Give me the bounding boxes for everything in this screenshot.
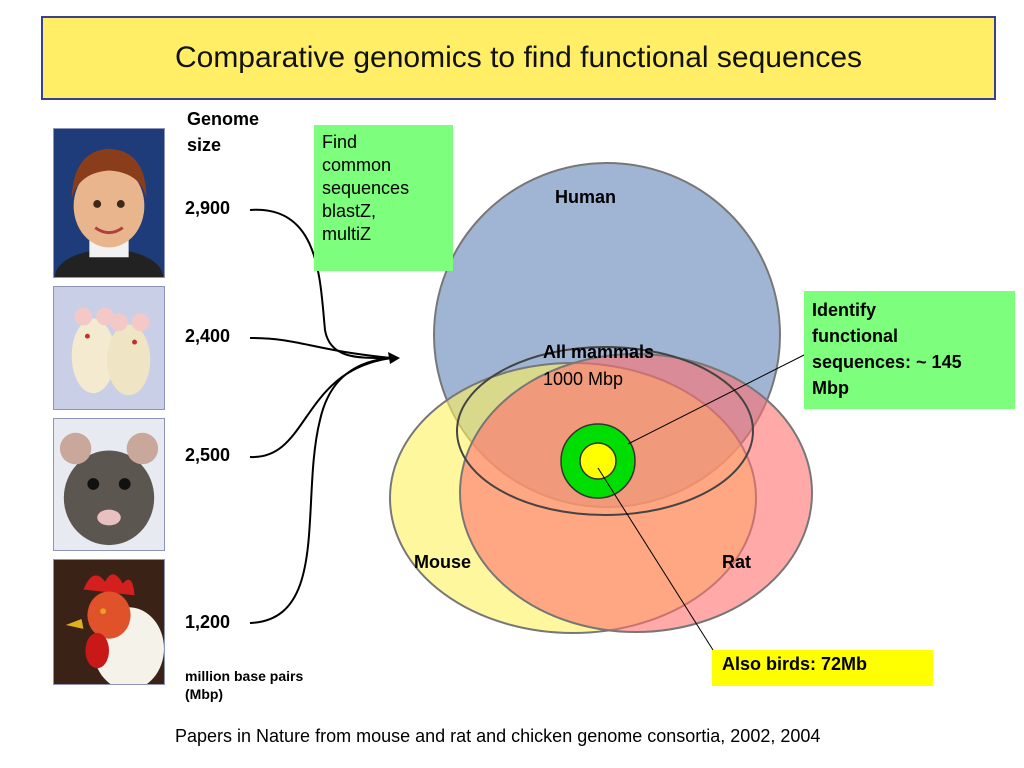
connector-rat (249, 357, 393, 459)
title-banner: Comparative genomics to find functional … (41, 16, 996, 100)
genome-size-human: 2,900 (185, 198, 231, 218)
rat-photo (53, 418, 165, 551)
rat-label: Rat (722, 552, 752, 572)
rat-circle (459, 353, 813, 633)
units-label-line-2: (Mbp) (185, 686, 224, 702)
arrow-head (388, 352, 400, 364)
slide-title: Comparative genomics to find functional … (174, 41, 863, 74)
connector-mouse (249, 337, 393, 359)
human-label: Human (555, 187, 617, 207)
identify-box-line-1: Identify (812, 300, 877, 320)
boy-photo (53, 128, 165, 278)
footer-citation: Papers in Nature from mouse and rat and … (175, 726, 821, 746)
genome-size-mouse: 2,400 (185, 326, 231, 346)
mouse-label: Mouse (414, 552, 472, 572)
find-box-line-1: Find (322, 132, 358, 152)
birds-pointer-line (597, 467, 714, 651)
identify-box-line-3: sequences: ~ 145 (812, 352, 962, 372)
rooster-photo (53, 559, 165, 685)
genome-size-heading-line-2: size (187, 135, 222, 155)
identify-functional-box: Identify functional sequences: ~ 145 Mbp (804, 291, 1015, 409)
genome-size-heading: Genome size (187, 106, 259, 158)
find-box-line-4: blastZ, (322, 201, 377, 221)
also-birds-box: Also birds: 72Mb (712, 650, 933, 686)
units-label: million base pairs (Mbp) (185, 667, 303, 703)
find-box-line-5: multiZ (322, 224, 371, 244)
find-common-box: Find common sequences blastZ, multiZ (314, 125, 453, 271)
units-label-line-1: million base pairs (185, 668, 304, 684)
mammal-outline (456, 346, 754, 516)
connector-chicken (249, 357, 393, 624)
identify-box-line-2: functional (812, 326, 898, 346)
white-mice-photo (53, 286, 165, 410)
find-box-line-3: sequences (322, 178, 410, 198)
genome-size-heading-line-1: Genome (187, 109, 260, 129)
identify-box-line-4: Mbp (812, 378, 849, 398)
find-box-line-2: common (322, 155, 392, 175)
connector-human (249, 208, 393, 360)
all-mammals-label: All mammals (543, 342, 655, 362)
genome-size-chicken: 1,200 (185, 612, 231, 632)
connector-arrows (249, 208, 393, 624)
core-center (579, 442, 617, 480)
identify-pointer-line (627, 353, 807, 445)
all-mammals-size: 1000 Mbp (543, 369, 624, 389)
genome-size-rat: 2,500 (185, 445, 231, 465)
